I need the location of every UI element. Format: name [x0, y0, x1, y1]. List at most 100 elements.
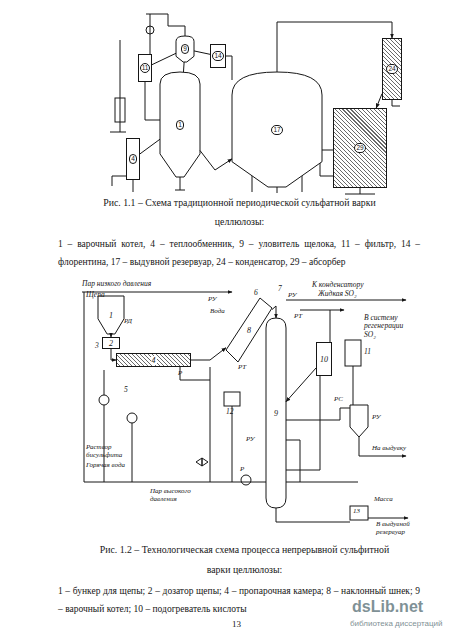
callout-number: 13 [353, 508, 360, 516]
pipe-line [110, 132, 126, 133]
process-label: Масса [374, 496, 393, 504]
process-line [353, 366, 354, 405]
pipe-line [226, 56, 232, 80]
pipe-line [145, 82, 160, 120]
mass-tank [350, 506, 368, 520]
condenser-line [286, 300, 406, 301]
acid-heater: 10 [316, 342, 332, 376]
pipe-line [146, 14, 185, 36]
figure-legend-text: 1 – варочный котел, 4 – теплообменник, 9… [58, 235, 420, 271]
pipe-connector [286, 368, 316, 402]
pump-symbol [241, 475, 251, 485]
callout-number: 1 [176, 120, 184, 130]
pump-symbol [99, 395, 109, 405]
process-label: Щепа [86, 291, 105, 299]
cyclone-separator [350, 405, 368, 437]
chip-doser: 2 [102, 337, 120, 349]
digester-vessel: 1 [160, 72, 200, 177]
inclined-screw: 8 [226, 298, 272, 362]
callout-number: 7 [278, 285, 282, 293]
pipe-line [345, 188, 375, 194]
vessel-shape [232, 72, 322, 187]
column-shape [266, 318, 286, 508]
process-line [330, 310, 331, 342]
process-line [286, 408, 350, 420]
figure-caption: Рис. 1.1 – Схема традиционной периодичес… [92, 193, 387, 231]
process-label: Раствор бисульфита [86, 444, 132, 459]
so2-line [300, 310, 344, 311]
steaming-chamber: 4 [116, 353, 191, 367]
process-line [84, 292, 358, 482]
pipe-connector [200, 151, 232, 171]
heat-exchanger: 4 [126, 138, 140, 180]
callout-number: 10 [319, 355, 329, 364]
vessel-shape [176, 36, 194, 62]
process-label: Пар высокого давления [150, 488, 214, 503]
callout-number: 9 [273, 409, 279, 418]
pipe-line [150, 14, 151, 54]
valve-symbol [196, 458, 208, 466]
page-number: 13 [232, 620, 241, 630]
process-label: К конденсатору [312, 281, 364, 289]
pipe-line [120, 40, 121, 132]
callout-number: 4 [129, 154, 137, 164]
instrument-tag: РД [124, 318, 132, 326]
figure-caption: Рис. 1.2 – Технологическая схема процесс… [92, 540, 397, 580]
callout-number: 29 [354, 143, 365, 153]
pump-symbol [127, 413, 137, 423]
condenser-box: 24 [382, 38, 402, 100]
filter-box: 11 [138, 54, 152, 82]
process-line [210, 367, 232, 482]
digester-outlet [175, 177, 185, 190]
process-label: Вода [210, 308, 225, 316]
cyclone-symbol [146, 26, 154, 34]
watermark-text: библиотека диссертаций [350, 620, 442, 629]
callout-number: 5 [124, 386, 128, 394]
pipe-connector [272, 306, 276, 318]
pipe-line [392, 100, 400, 106]
process-label: Пар низкого давления [82, 280, 151, 288]
vessel-shape [160, 72, 200, 177]
pipe-connector [191, 348, 226, 360]
blow-line [276, 508, 350, 522]
callout-number: 2 [108, 339, 114, 348]
pipe-connector [277, 22, 392, 72]
process-label: Горячая вода [86, 462, 125, 470]
callout-number: 17 [271, 125, 282, 135]
pipe-connector [183, 62, 185, 72]
blow-line [368, 518, 408, 519]
process-label: В систему регенерации SO₂ [364, 314, 412, 339]
instrument-tag: РУ [246, 436, 255, 444]
callout-number: 8 [246, 326, 252, 335]
pipe-connector [140, 139, 160, 154]
small-tank [115, 98, 125, 122]
callout-number: 14 [212, 51, 223, 61]
callout-number: 1 [108, 311, 114, 320]
callout-number: 11 [140, 63, 151, 73]
callout-number: 11 [364, 348, 371, 356]
process-label: Жидкая SO₂ [318, 290, 357, 298]
blow-tank: 17 [232, 72, 322, 187]
instrument-tag: РТ [238, 364, 246, 372]
incline-shape [226, 298, 272, 362]
instrument-tag: Р [240, 466, 244, 474]
pipe-connector [152, 53, 176, 64]
hopper-shape [98, 296, 124, 334]
watermark-logo: dsLib.net [352, 598, 423, 616]
absorber-tower: 29 [333, 108, 387, 188]
florentine-vessel: 14 [210, 44, 226, 68]
chip-bunker: 1 [98, 296, 124, 334]
instrument-tag: РУ [372, 414, 381, 422]
callout-number: 9 [181, 44, 189, 54]
callout-number: 6 [254, 289, 258, 297]
callout-number: 3 [95, 342, 99, 350]
digester-column: 9 [266, 318, 286, 508]
callout-number: 12 [226, 408, 234, 416]
process-label: На выдувку [372, 445, 406, 453]
process-line [286, 440, 300, 482]
instrument-tag: РУ [208, 296, 217, 304]
instrument-tag: РУ [288, 292, 297, 300]
instrument-tag: РТ [294, 313, 302, 321]
callout-number: 24 [386, 64, 397, 74]
process-line [286, 376, 320, 470]
